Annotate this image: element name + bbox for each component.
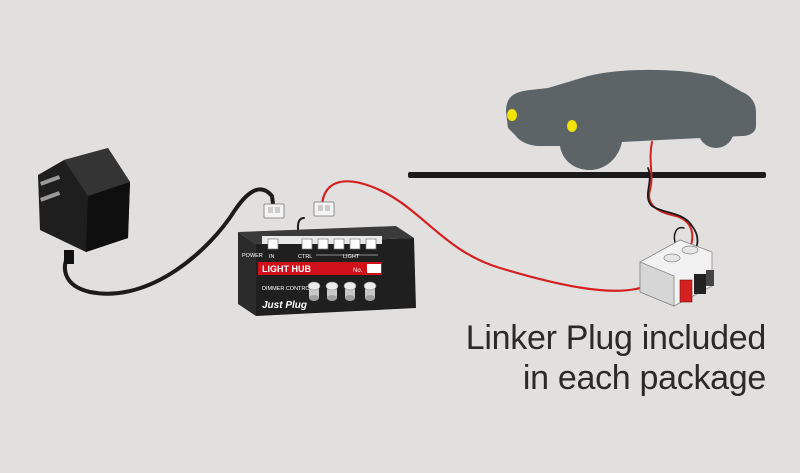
linker-plug [639,239,714,307]
car-wheel-front [698,112,734,148]
hub-brand-logo: Just Plug [262,300,307,311]
plug-light-out [313,201,335,217]
plug-power-in [263,203,285,219]
dimmer-knob-1 [307,281,321,301]
port-light-3-icon [349,238,361,250]
hub-power-label: POWER [242,253,263,259]
port-light-1-icon [317,238,329,250]
power-cable-black [63,187,276,296]
hub-no-label: No. [353,268,363,274]
car-silhouette [506,69,756,170]
layout-surface-line [408,172,766,178]
wires [63,141,699,296]
linker-red-connector-icon [679,279,693,303]
car-wheel-rear [566,122,614,170]
adapter-prong-bottom-icon [40,191,61,202]
dimmer-knob-4 [363,281,377,301]
hub-no-box [367,264,381,273]
hub-ctrl-label: CTRL [298,254,312,260]
port-in-icon [267,238,279,250]
wire-black-car-to-linker [647,167,699,253]
dimmer-knob-3 [343,281,357,301]
caption: Linker Plug included in each package [465,318,767,398]
car-headlight-right-icon [567,120,577,132]
port-ctrl-icon [301,238,313,250]
dimmer-knob-2 [325,281,339,301]
port-light-4-icon [365,238,377,250]
caption-line-1: Linker Plug included [465,319,767,357]
hub-in-label: IN [269,254,275,260]
wire-red-car-to-linker [648,141,694,249]
power-adapter [38,148,130,264]
wire-red-hub-to-linker [320,180,642,292]
hub-light-label: LIGHT [343,254,360,260]
car-headlight-left-icon [507,109,517,121]
linker-black-connector-icon [694,274,706,294]
adapter-prong-top-icon [40,175,61,186]
hub-name-strip [258,262,382,275]
light-hub: POWER IN CTRL LIGHT LIGHT HUB No. DIMMER… [238,226,416,316]
port-light-2-icon [333,238,345,250]
hub-name: LIGHT HUB [262,264,311,274]
caption-line-2: in each package [522,359,766,397]
hub-dimmer-label: DIMMER CONTROLS [262,286,317,292]
